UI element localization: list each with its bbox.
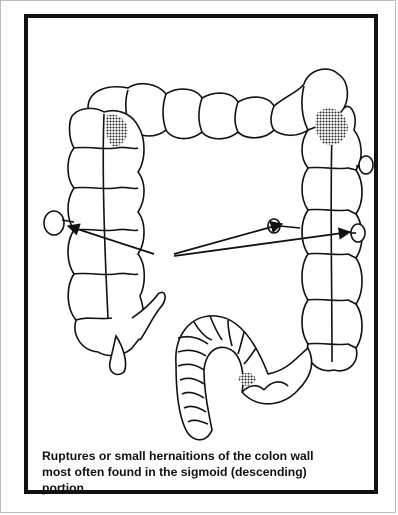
caption: Ruptures or small hernaitions of the col… — [42, 448, 362, 496]
caption-line-1: Ruptures or small hernaitions of the col… — [42, 448, 362, 464]
caption-line-3: portion. — [42, 480, 362, 496]
caption-line-2: most often found in the sigmoid (descend… — [42, 464, 362, 480]
colon-illustration — [28, 18, 374, 490]
